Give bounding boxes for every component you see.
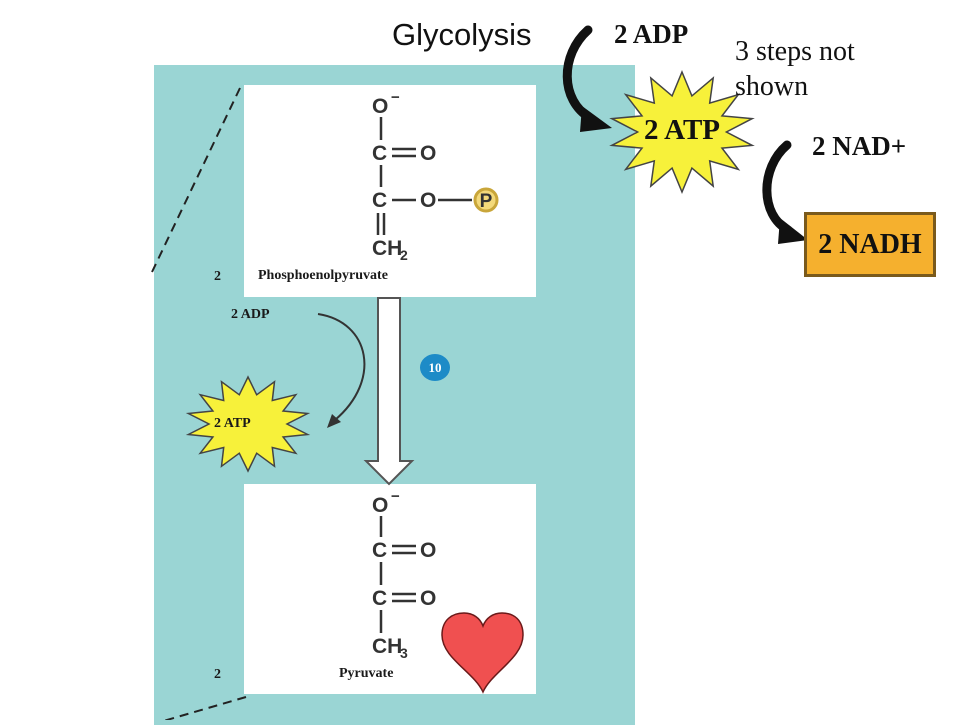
- phosphoenolpyruvate-label: Phosphoenolpyruvate: [258, 268, 388, 283]
- svg-text:P: P: [480, 191, 493, 212]
- panel-adp-label: 2 ADP: [231, 307, 270, 322]
- svg-text:O: O: [420, 587, 436, 610]
- pyruvate-structure: O − C O C O CH 3: [372, 488, 436, 661]
- panel-atp-label: 2 ATP: [214, 416, 251, 431]
- panel-atp-starburst-icon: [185, 375, 311, 473]
- svg-text:O: O: [420, 539, 436, 562]
- top-atp-label: 2 ATP: [644, 114, 720, 146]
- svg-text:−: −: [391, 89, 400, 106]
- steps-not-shown-note: 3 steps not shown: [735, 36, 855, 102]
- reaction-arrow: [363, 297, 415, 486]
- nadh-box: 2 NADH: [804, 212, 936, 277]
- svg-text:2: 2: [400, 247, 408, 263]
- panel-curved-arrowhead: [327, 414, 341, 428]
- svg-text:3: 3: [400, 645, 408, 661]
- coefficient-bottom: 2: [214, 667, 221, 682]
- svg-text:C: C: [372, 539, 387, 562]
- nad-label: 2 NAD+: [812, 131, 907, 161]
- pyruvate-label: Pyruvate: [339, 666, 394, 681]
- svg-text:O: O: [420, 142, 436, 165]
- adp-to-atp-arrow: [562, 25, 595, 123]
- nad-to-nadh-arrow: [762, 140, 793, 235]
- svg-text:O: O: [372, 494, 388, 517]
- svg-text:−: −: [391, 488, 400, 505]
- page-title: Glycolysis: [392, 17, 532, 52]
- coefficient-top: 2: [214, 269, 221, 284]
- heart-icon: [441, 612, 524, 694]
- nadh-label: 2 NADH: [818, 228, 922, 260]
- panel-curved-arrow: [317, 313, 366, 421]
- svg-text:C: C: [372, 142, 387, 165]
- svg-text:O: O: [372, 95, 388, 118]
- svg-text:O: O: [420, 189, 436, 212]
- adp-to-atp-arrowhead: [580, 106, 612, 132]
- atp-starburst-icon: [609, 70, 755, 194]
- nad-to-nadh-arrowhead: [778, 218, 808, 244]
- phosphoenolpyruvate-structure: O − C O C O CH 2 P: [372, 89, 499, 263]
- top-adp-label: 2 ADP: [614, 19, 689, 49]
- phosphoenolpyruvate-card: O − C O C O CH 2 P: [244, 85, 536, 297]
- svg-text:CH: CH: [372, 237, 402, 260]
- zoom-line-top: [151, 87, 241, 273]
- svg-text:CH: CH: [372, 635, 402, 658]
- step-10-badge: 10: [420, 354, 450, 381]
- phosphate-icon: [473, 187, 499, 213]
- svg-text:C: C: [372, 587, 387, 610]
- svg-text:C: C: [372, 189, 387, 212]
